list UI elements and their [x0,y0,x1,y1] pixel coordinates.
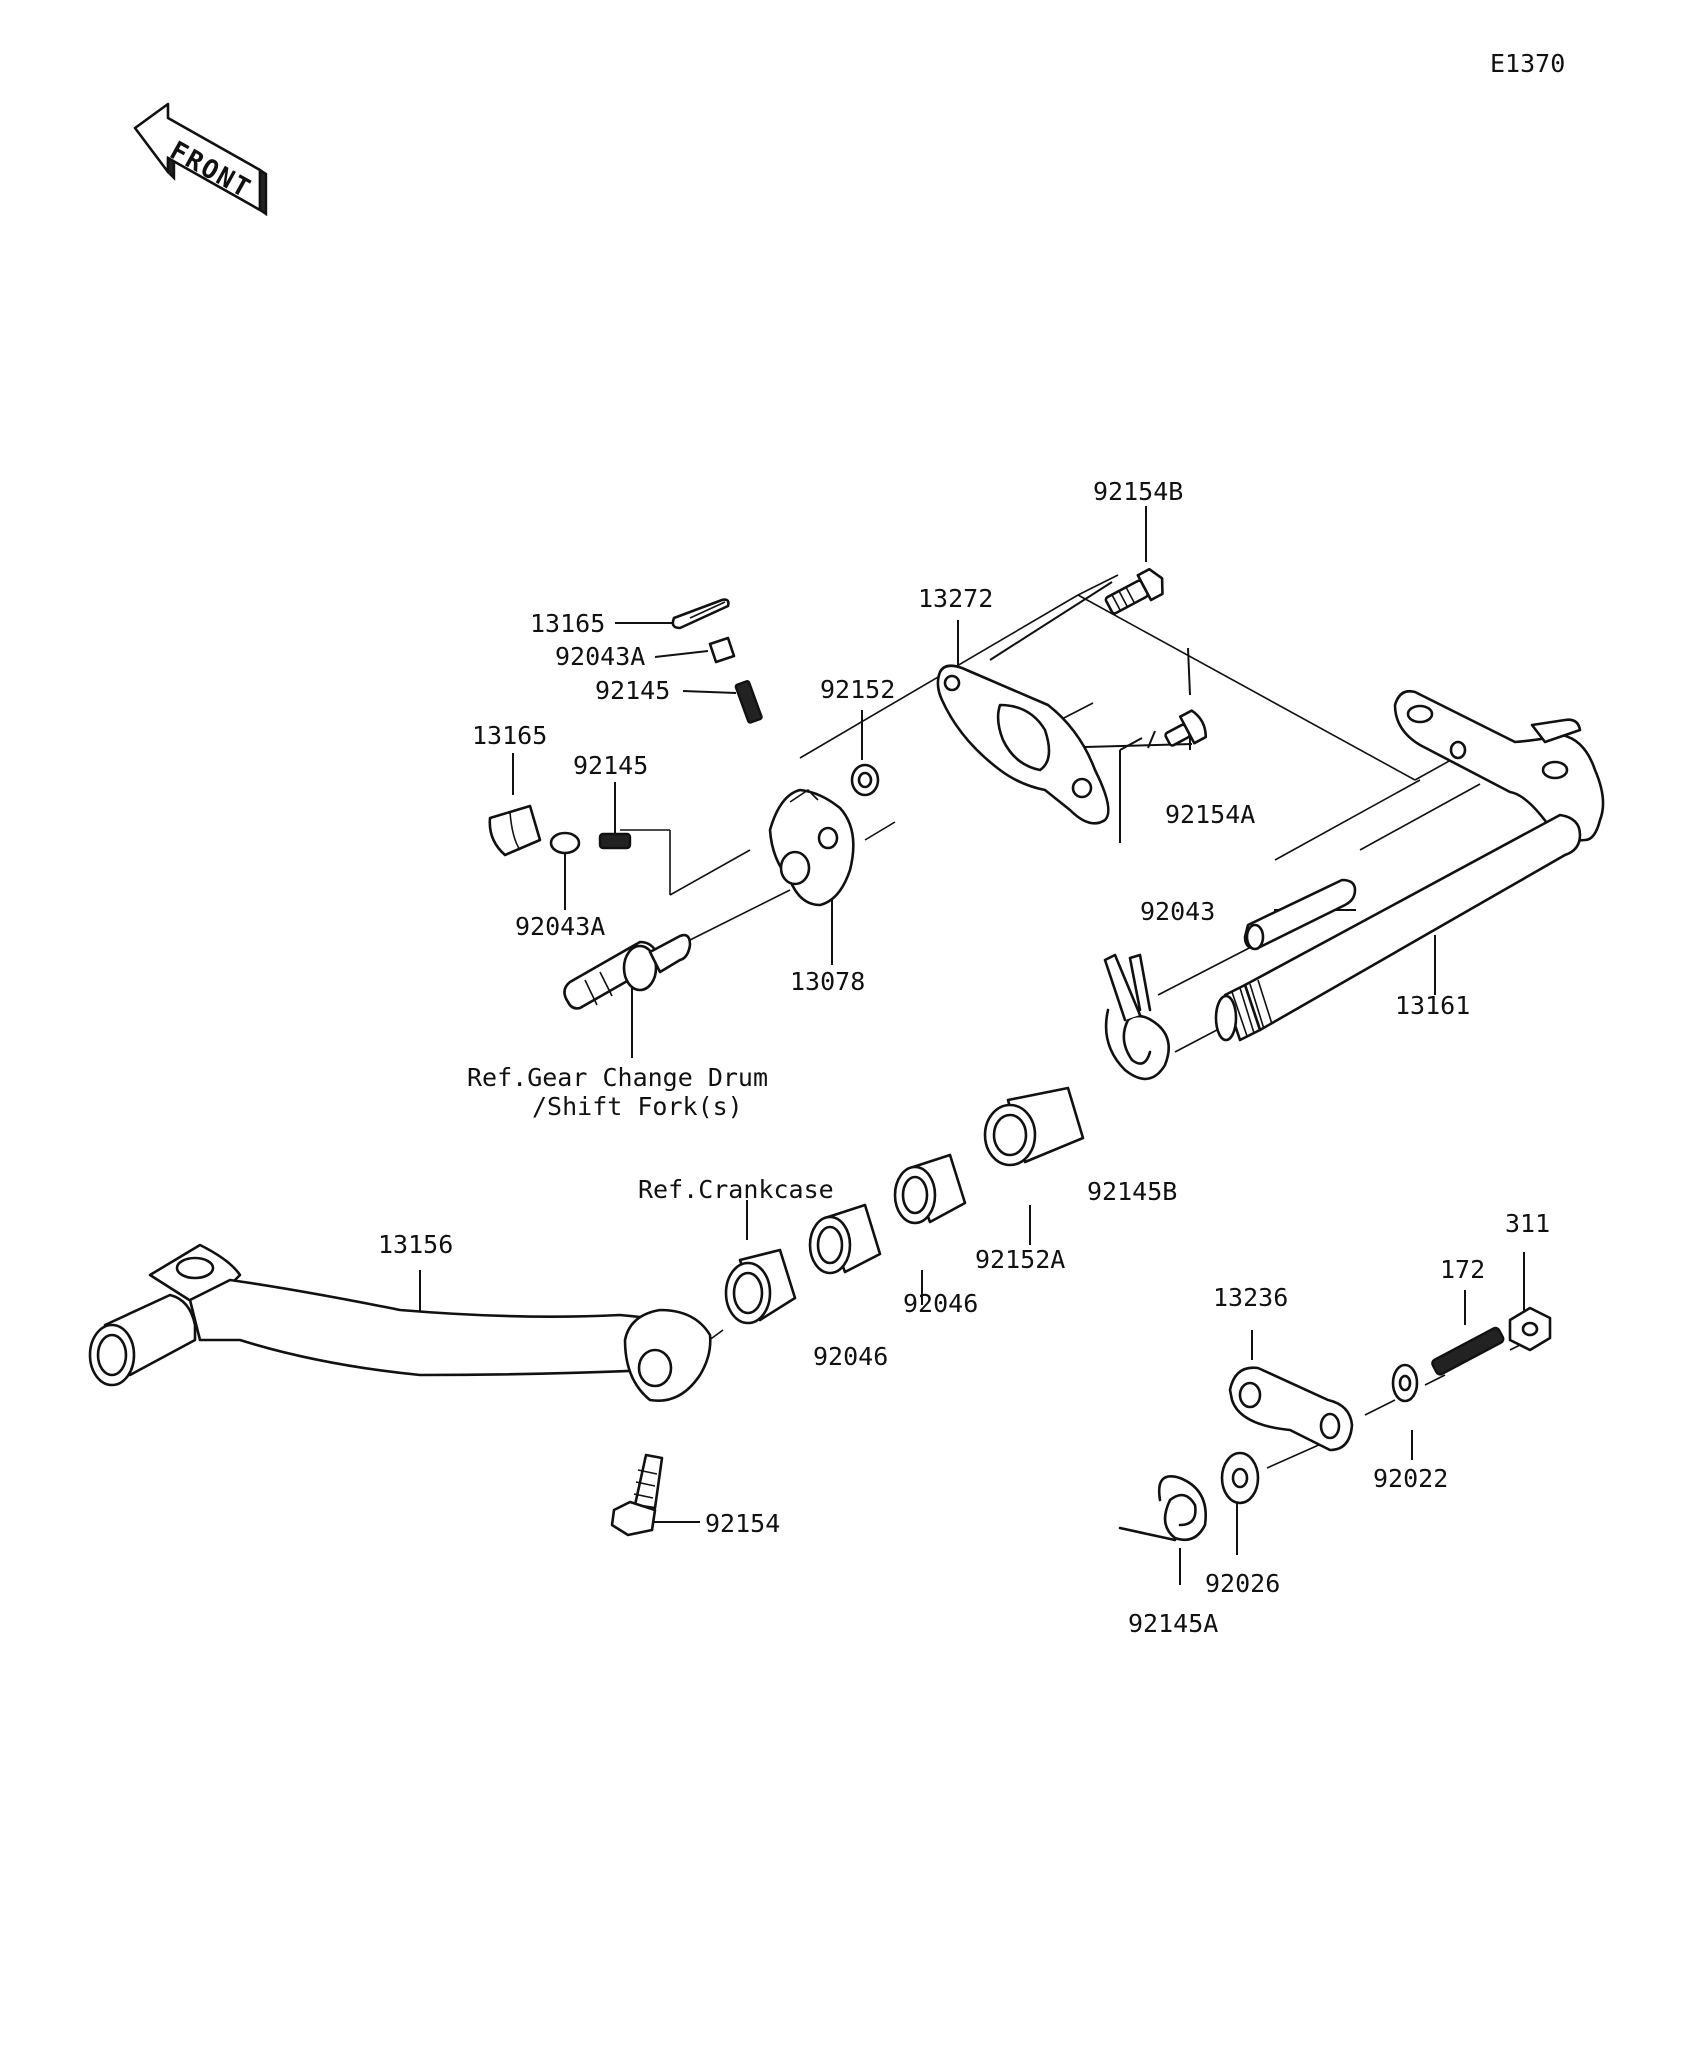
washer-92022-icon [1391,1363,1419,1403]
bearing-92046-right-icon [893,1153,967,1225]
spring-92145-left-icon [598,832,632,850]
bolt-92154-icon [610,1453,664,1537]
nut-311-icon [1508,1306,1552,1352]
label-92152a: 92152A [975,1245,1065,1274]
front-arrow-icon: FRONT [133,102,268,217]
diagram-code: E1370 [1490,49,1565,78]
spring-92145-top-icon [734,680,763,724]
spring-92145b-icon [1103,953,1170,1081]
label-92026: 92026 [1205,1569,1280,1598]
washer-92026-icon [1220,1451,1260,1505]
part-labels: 92154B 13272 13165 92043A 92145 92152 13… [378,477,1550,1638]
label-ref-gear-change-drum: Ref.Gear Change Drum [467,1063,768,1092]
label-13161: 13161 [1395,991,1470,1020]
bearing-92046-left-icon [808,1203,882,1275]
label-92154b: 92154B [1093,477,1183,506]
label-92154: 92154 [705,1509,780,1538]
label-92046-right: 92046 [903,1289,978,1318]
label-ref-shift-forks: /Shift Fork(s) [532,1092,743,1121]
stud-172-icon [1431,1326,1505,1376]
shift-pedal-13156-icon [88,1243,712,1403]
label-92154a: 92154A [1165,800,1255,829]
screw-92154a-icon [1164,709,1208,747]
plate-13272-icon [936,664,1110,825]
label-92145b: 92145B [1087,1177,1177,1206]
pin-13165-left-icon [488,804,542,857]
label-13165-left: 13165 [472,721,547,750]
label-92145-left: 92145 [573,751,648,780]
drum-bolt-icon [563,933,692,1010]
washer-92152-icon [850,763,880,797]
label-311: 311 [1505,1209,1550,1238]
label-13236: 13236 [1213,1283,1288,1312]
label-92043a-left: 92043A [515,912,605,941]
label-13078: 13078 [790,967,865,996]
label-ref-crankcase: Ref.Crankcase [638,1175,834,1204]
pin-92043-icon [1243,878,1357,951]
label-92043: 92043 [1140,897,1215,926]
pin-92043a-left-icon [549,831,581,855]
label-13165-top: 13165 [530,609,605,638]
label-92145a: 92145A [1128,1609,1218,1638]
label-92043a-top: 92043A [555,642,645,671]
label-172: 172 [1440,1255,1485,1284]
label-13272: 13272 [918,584,993,613]
shaft-13161-icon [1214,690,1605,1042]
spring-92145a-icon [1118,1475,1208,1542]
label-92046-left: 92046 [813,1342,888,1371]
cam-13078-icon [768,788,855,907]
shaft-spline [1231,979,1273,1037]
lever-13236-icon [1228,1366,1354,1452]
label-13156: 13156 [378,1230,453,1259]
label-92145-top: 92145 [595,676,670,705]
pin-13165-top-icon [671,598,730,630]
bolt-92154b-icon [1104,567,1164,615]
label-92152: 92152 [820,675,895,704]
label-92022: 92022 [1373,1464,1448,1493]
oil-seal-icon [724,1248,797,1325]
pin-92043a-top-icon [708,636,736,664]
bush-92152a-icon [983,1086,1085,1167]
